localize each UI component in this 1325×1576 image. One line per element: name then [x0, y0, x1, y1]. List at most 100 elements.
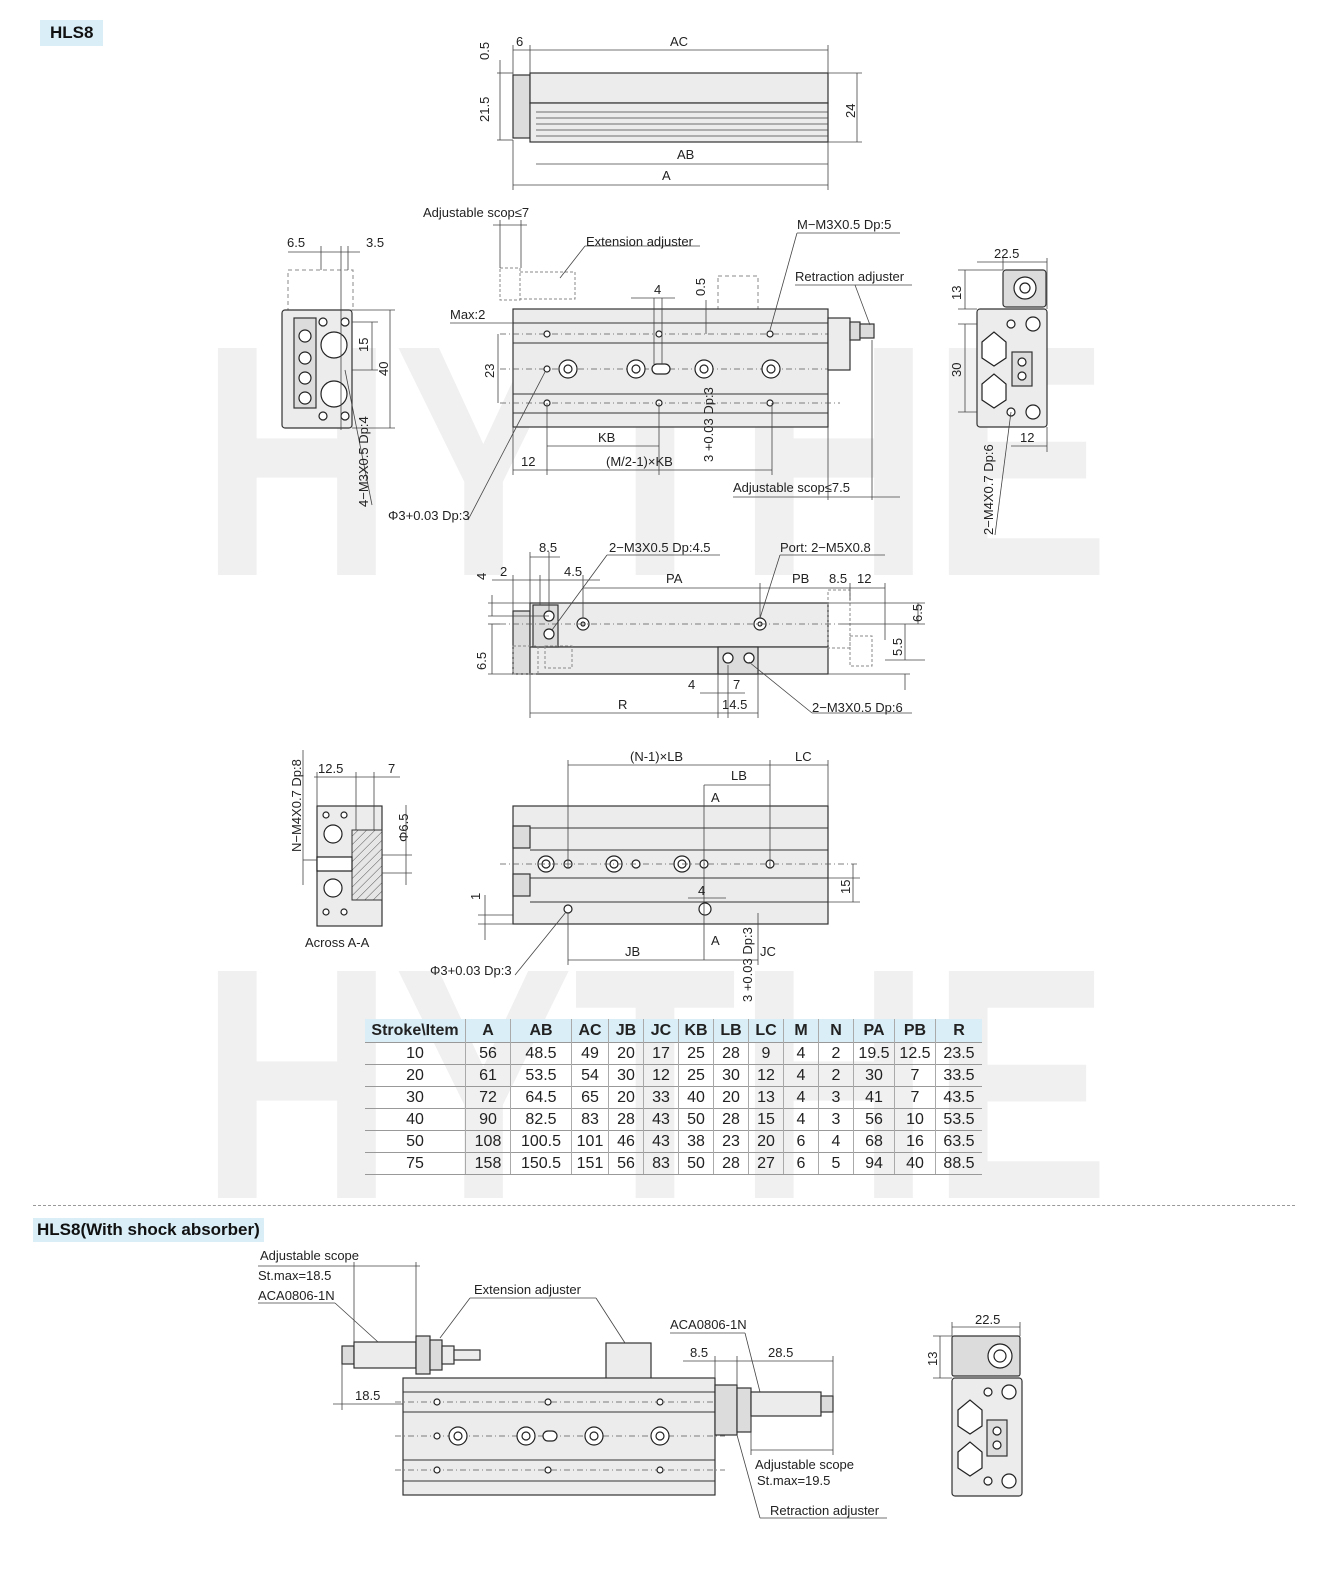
- section-title-hls8-shock: HLS8(With shock absorber): [33, 1218, 264, 1242]
- label-phi3-bottom: Φ3+0.03 Dp:3: [430, 963, 512, 978]
- table-cell: 100.5: [510, 1130, 572, 1153]
- dim-lb: LB: [731, 768, 747, 783]
- table-cell: 2: [818, 1064, 854, 1087]
- table-cell: 101: [571, 1130, 609, 1153]
- table-cell: 7: [894, 1064, 936, 1087]
- table-cell: 4: [818, 1130, 854, 1153]
- main-front-view: Adjustable scop≤7 Extension adjuster M−M…: [388, 205, 912, 523]
- label-across-a-a: Across A-A: [305, 935, 370, 950]
- table-header-cell: LC: [748, 1019, 784, 1043]
- table-cell: 12.5: [894, 1042, 936, 1065]
- dim-dp3-bottom: 3 +0.03 Dp:3: [740, 927, 755, 1002]
- dim-jb: JB: [625, 944, 640, 959]
- table-cell: 6: [783, 1130, 819, 1153]
- shock-absorber-view: Adjustable scope St.max=18.5 ACA0806-1N …: [258, 1248, 887, 1519]
- shock-end-view: 22.5 13: [925, 1312, 1023, 1497]
- table-cell: 25: [678, 1042, 714, 1065]
- dim-4-side: 4: [474, 573, 489, 580]
- label-m-thread: M−M3X0.5 Dp:5: [797, 217, 891, 232]
- table-header-cell: AB: [510, 1019, 572, 1043]
- table-header-cell: R: [935, 1019, 982, 1043]
- label-adjustable-scope-right: Adjustable scope: [755, 1457, 854, 1472]
- dim-22-5: 22.5: [994, 246, 1019, 261]
- table-cell: 17: [643, 1042, 679, 1065]
- label-max-2: Max:2: [450, 307, 485, 322]
- table-cell: 151: [571, 1152, 609, 1175]
- table-cell: 88.5: [935, 1152, 982, 1175]
- table-cell: 27: [748, 1152, 784, 1175]
- table-cell: 33: [643, 1086, 679, 1109]
- label-model-left: ACA0806-1N: [258, 1288, 335, 1303]
- dim-18-5-shock: 18.5: [355, 1388, 380, 1403]
- label-stmax-19-5: St.max=19.5: [757, 1473, 830, 1488]
- table-cell: 68: [853, 1130, 895, 1153]
- label-thread-m3-4-5: 2−M3X0.5 Dp:4.5: [609, 540, 711, 555]
- table-header-cell: Stroke\Item: [365, 1019, 466, 1043]
- table-header-cell: KB: [678, 1019, 714, 1043]
- table-cell: 20: [748, 1130, 784, 1153]
- table-cell: 4: [783, 1108, 819, 1131]
- table-cell: 43.5: [935, 1086, 982, 1109]
- dim-28-5: 28.5: [768, 1345, 793, 1360]
- thread-4-m3: 4−M3X0.5 Dp:4: [356, 416, 371, 507]
- table-cell: 53.5: [510, 1064, 572, 1087]
- section-view: 12.5 7 Φ6.5 N−M4X0.7 Dp:8 Across A-A: [289, 750, 412, 950]
- dim-24: 24: [843, 104, 858, 118]
- thread-2-m4: 2−M4X0.7 Dp:6: [981, 444, 996, 535]
- dim-13-shock: 13: [925, 1352, 940, 1366]
- dim-phi-6-5: Φ6.5: [396, 814, 411, 842]
- table-cell: 158: [465, 1152, 511, 1175]
- table-cell: 64.5: [510, 1086, 572, 1109]
- dim-7-section: 7: [388, 761, 395, 776]
- label-port: Port: 2−M5X0.8: [780, 540, 871, 555]
- table-cell: 23.5: [935, 1042, 982, 1065]
- dim-13: 13: [949, 286, 964, 300]
- label-retraction-adjuster-shock: Retraction adjuster: [770, 1503, 880, 1518]
- dim-6: 6: [516, 34, 523, 49]
- table-cell: 72: [465, 1086, 511, 1109]
- dim-1: 1: [468, 893, 483, 900]
- dim-5-5: 5.5: [890, 638, 905, 656]
- dim-12-side: 12: [857, 571, 871, 586]
- dim-kb: KB: [598, 430, 615, 445]
- label-stmax-18-5: St.max=18.5: [258, 1268, 331, 1283]
- table-cell: 75: [365, 1152, 466, 1175]
- right-end-view: 22.5 13 30 12 2−M4X0.7 Dp:6: [949, 246, 1048, 536]
- table-cell: 56: [853, 1108, 895, 1131]
- table-cell: 4: [783, 1042, 819, 1065]
- table-cell: 12: [748, 1064, 784, 1087]
- dim-6-5: 6.5: [287, 235, 305, 250]
- table-header-cell: AC: [571, 1019, 609, 1043]
- dim-r: R: [618, 697, 627, 712]
- table-cell: 15: [748, 1108, 784, 1131]
- dim-3-5: 3.5: [366, 235, 384, 250]
- table-cell: 5: [818, 1152, 854, 1175]
- label-model-right: ACA0806-1N: [670, 1317, 747, 1332]
- table-cell: 20: [713, 1086, 749, 1109]
- dim-12-right: 12: [1020, 430, 1034, 445]
- dim-7-side: 7: [733, 677, 740, 692]
- dim-8-5-side-right: 8.5: [829, 571, 847, 586]
- dim-4-side-bottom: 4: [688, 677, 695, 692]
- table-cell: 46: [608, 1130, 644, 1153]
- label-adjustable-scop-7: Adjustable scop≤7: [423, 205, 529, 220]
- table-cell: 16: [894, 1130, 936, 1153]
- dim-0-5-main: 0.5: [693, 278, 708, 296]
- table-cell: 50: [678, 1152, 714, 1175]
- table-cell: 3: [818, 1108, 854, 1131]
- table-cell: 7: [894, 1086, 936, 1109]
- table-cell: 10: [894, 1108, 936, 1131]
- label-adjustable-scope-left: Adjustable scope: [260, 1248, 359, 1263]
- table-cell: 19.5: [853, 1042, 895, 1065]
- dim-12-5: 12.5: [318, 761, 343, 776]
- dim-2-side: 2: [500, 564, 507, 579]
- dim-4-5-side: 4.5: [564, 564, 582, 579]
- dim-15: 15: [356, 338, 371, 352]
- table-cell: 65: [571, 1086, 609, 1109]
